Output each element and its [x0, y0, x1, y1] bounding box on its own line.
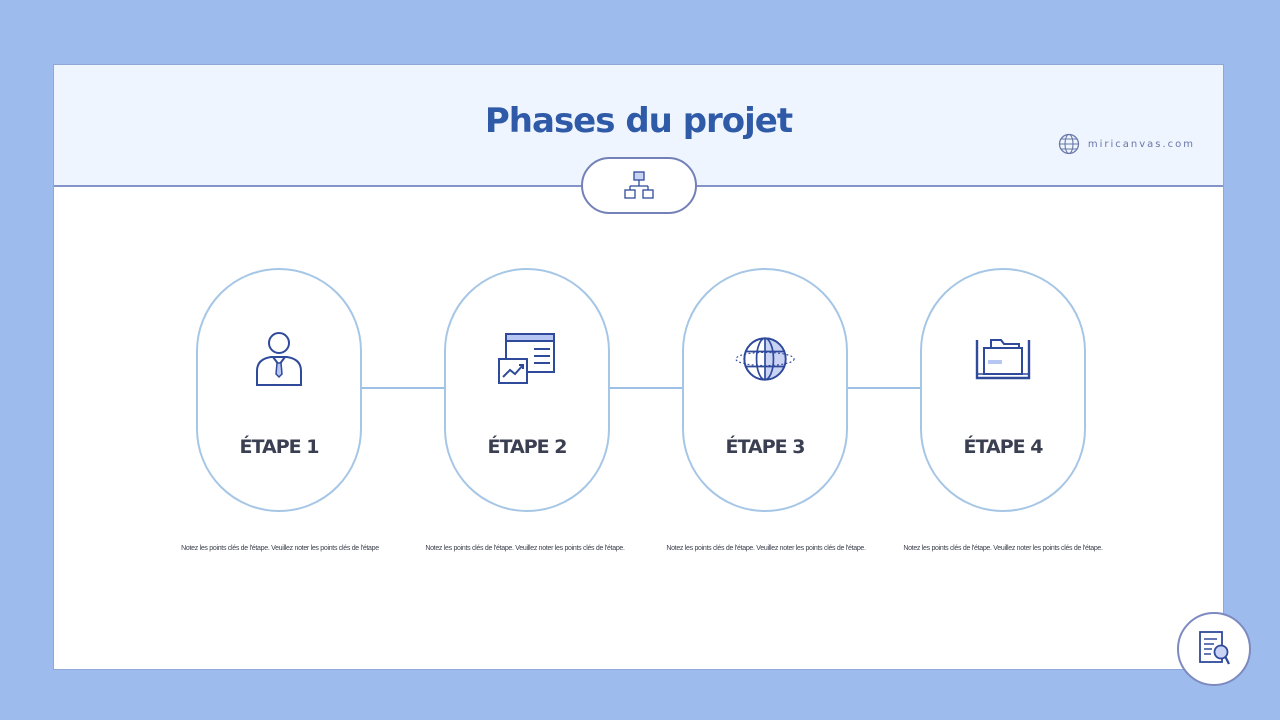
connector — [610, 387, 683, 389]
brand-text: miricanvas.com — [1087, 138, 1195, 150]
step-icon-wrap — [496, 328, 558, 390]
document-search-badge[interactable] — [1177, 612, 1251, 686]
connector — [362, 387, 444, 389]
step-label: ÉTAPE 4 — [963, 436, 1044, 458]
web-analytics-icon — [498, 333, 555, 384]
step-card: ÉTAPE 3 — [682, 268, 848, 512]
step-icon-wrap — [248, 328, 310, 390]
step-note: Notez les points clés de l'étape. Veuill… — [181, 545, 379, 552]
step-label: ÉTAPE 3 — [725, 436, 806, 458]
step-note: Notez les points clés de l'étape. Veuill… — [425, 545, 625, 552]
document-search-icon — [1199, 631, 1230, 665]
page-title: Phases du projet — [484, 101, 793, 141]
step-label: ÉTAPE 1 — [239, 436, 320, 458]
step-card: ÉTAPE 1 — [196, 268, 362, 512]
globe-orbit-icon — [735, 337, 795, 381]
brand[interactable]: miricanvas.com — [1058, 133, 1195, 155]
step-icon-wrap — [972, 328, 1034, 390]
connector — [848, 387, 921, 389]
step-icon-wrap — [734, 328, 796, 390]
step-note: Notez les points clés de l'étape. Veuill… — [903, 545, 1103, 552]
folder-tray-icon — [975, 339, 1031, 380]
businessman-icon — [256, 332, 302, 386]
step-note: Notez les points clés de l'étape. Veuill… — [666, 545, 866, 552]
org-chart-icon — [624, 170, 654, 199]
slide: Phases du projet miricanvas.com — [53, 64, 1224, 670]
org-chart-badge — [581, 157, 697, 214]
step-card: ÉTAPE 2 — [444, 268, 610, 512]
globe-icon — [1058, 133, 1079, 155]
step-card: ÉTAPE 4 — [920, 268, 1086, 512]
step-label: ÉTAPE 2 — [487, 436, 568, 458]
